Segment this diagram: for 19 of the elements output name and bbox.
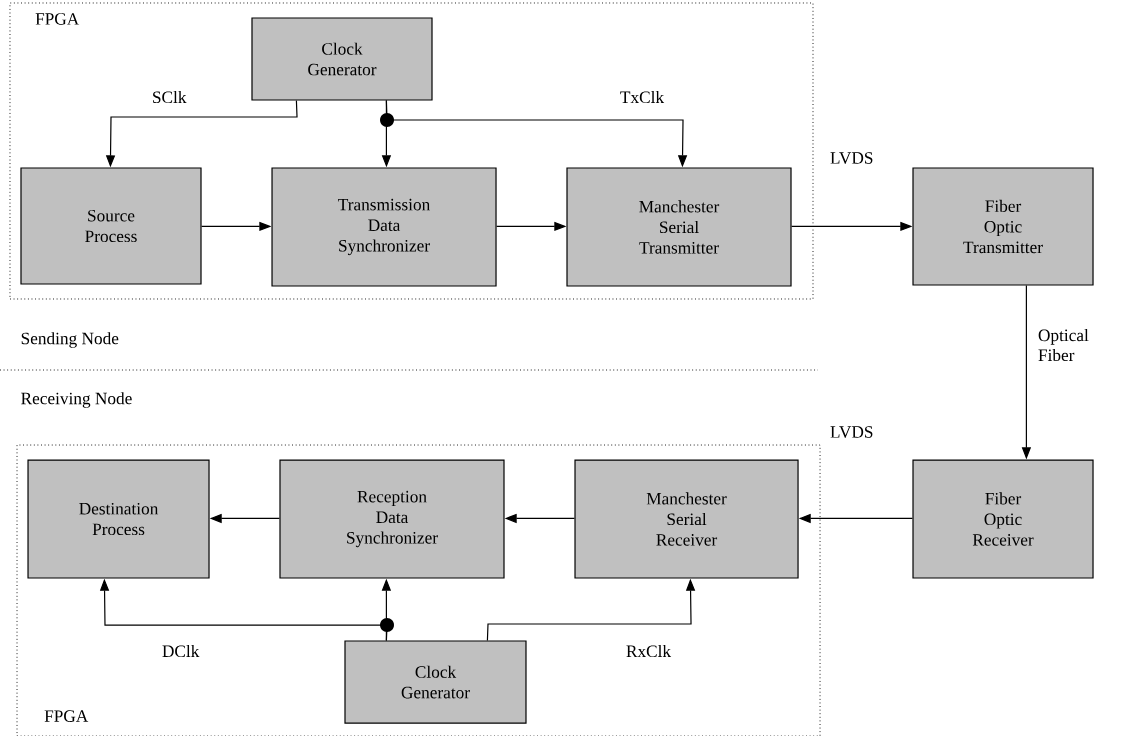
section-label: Sending Node [21,332,119,348]
edge-label: Optical Fiber [1038,328,1089,362]
block-box: Manchester Serial Receiver [574,459,799,579]
block-box: Clock Generator [251,17,433,101]
edge-label: LVDS [830,426,873,438]
block-box: Clock Generator [344,640,527,724]
edge-label: LVDS [830,152,873,164]
edge-label: SClk [153,90,187,104]
block-box: Fiber Optic Transmitter [912,167,1094,286]
block-box: Manchester Serial Transmitter [566,167,792,287]
section-label: Receiving Node [21,392,132,408]
block-box: Fiber Optic Receiver [912,459,1094,579]
block-box: Transmission Data Synchronizer [271,167,497,287]
block-box: Source Process [20,167,202,285]
edge-label: DClk [162,644,200,658]
edge-label: RxClk [626,644,672,658]
block-box: Reception Data Synchronizer [279,459,505,579]
edge-label: TxClk [620,90,665,104]
block-box: Destination Process [27,459,210,579]
